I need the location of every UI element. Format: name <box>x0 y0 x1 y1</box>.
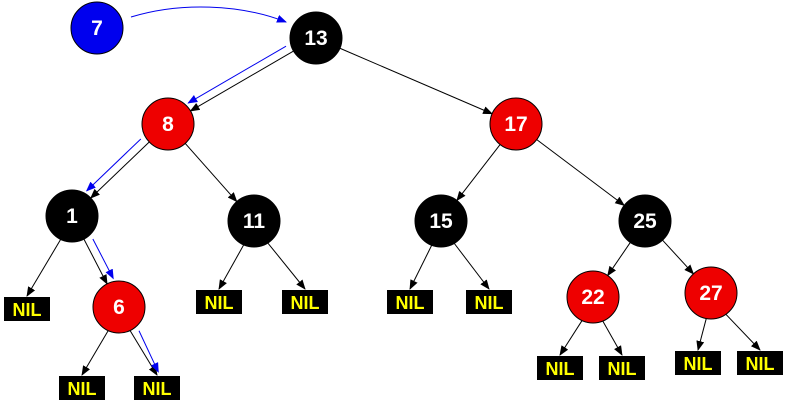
nil-leaf-box <box>466 290 512 314</box>
nil-leaf: NIL <box>134 376 180 400</box>
nil-leaf-box <box>599 356 645 380</box>
search-path-arrow-n1-n6 <box>92 238 114 280</box>
tree-edge-n1-nil1 <box>26 239 62 297</box>
tree-node-label: 11 <box>243 210 266 233</box>
nil-leaf-box <box>737 351 783 375</box>
insert-node-circle <box>70 1 124 55</box>
nil-leaf: NIL <box>675 351 721 375</box>
tree-node-circle <box>618 194 672 248</box>
tree-edge-n11-nil5 <box>267 242 306 290</box>
tree-edge-n17-n15 <box>456 144 501 202</box>
tree-edge-n25-n27 <box>662 239 695 275</box>
nil-leaf-box <box>282 290 328 314</box>
nil-leaf-label: NIL <box>608 359 637 379</box>
tree-node-circle <box>227 194 281 248</box>
tree-node-circle <box>489 97 543 151</box>
search-path-arrow-n8-n1 <box>85 138 142 192</box>
nil-leaf-label: NIL <box>475 293 504 313</box>
tree-edge-n22-nil9 <box>602 320 623 356</box>
tree-node-label: 15 <box>429 210 453 233</box>
tree-edge-n27-nil11 <box>725 313 761 351</box>
tree-node-label: 13 <box>304 27 327 50</box>
nil-leaf-label: NIL <box>546 359 575 379</box>
tree-node-15: 15 <box>414 194 468 248</box>
nil-leaf-label: NIL <box>746 354 775 374</box>
tree-edge-n8-n1 <box>90 141 150 199</box>
nil-leaf: NIL <box>59 376 105 400</box>
tree-node-22: 22 <box>566 270 620 324</box>
tree-node-27: 27 <box>684 266 738 320</box>
tree-edge-n22-nil8 <box>559 320 583 356</box>
nil-leaf: NIL <box>4 297 50 321</box>
tree-node-circle <box>92 280 146 334</box>
tree-node-circle <box>684 266 738 320</box>
tree-edge-n27-nil10 <box>696 318 707 351</box>
tree-node-circle <box>566 270 620 324</box>
tree-edge-n15-nil6 <box>409 245 433 290</box>
nil-leaf-box <box>537 356 583 380</box>
nil-leaf-label: NIL <box>68 379 97 399</box>
tree-edge-n15-nil7 <box>453 243 490 290</box>
tree-node-label: 27 <box>699 282 722 305</box>
nil-leaf: NIL <box>387 290 433 314</box>
tree-node-label: 6 <box>113 296 125 319</box>
tree-node-label: 1 <box>66 205 78 228</box>
search-path-layer <box>85 6 287 373</box>
tree-edge-n6-nil3 <box>129 330 158 376</box>
tree-edge-n1-n6 <box>83 238 108 285</box>
nil-leaf-box <box>4 297 50 321</box>
nil-leaf: NIL <box>196 290 242 314</box>
edges-layer <box>26 47 761 376</box>
tree-edge-n6-nil2 <box>81 330 109 376</box>
nil-leaf-label: NIL <box>684 354 713 374</box>
nil-leaf-label: NIL <box>13 300 42 320</box>
tree-node-1: 1 <box>45 189 99 243</box>
tree-node-circle <box>141 97 195 151</box>
tree-node-17: 17 <box>489 97 543 151</box>
search-path-arrow-n6-nil3 <box>138 330 159 373</box>
nil-leaf-label: NIL <box>143 379 172 399</box>
nil-leaf-box <box>59 376 105 400</box>
tree-node-circle <box>289 11 343 65</box>
nil-leaf: NIL <box>466 290 512 314</box>
nil-leaf: NIL <box>537 356 583 380</box>
nil-leaf-box <box>675 351 721 375</box>
nil-leaf: NIL <box>599 356 645 380</box>
nil-leaf: NIL <box>737 351 783 375</box>
nil-leaf-box <box>387 290 433 314</box>
tree-edge-n11-nil4 <box>218 244 245 290</box>
tree-edge-n8-n11 <box>184 143 238 203</box>
nil-leaf: NIL <box>282 290 328 314</box>
nil-leaf-label: NIL <box>205 293 234 313</box>
tree-node-8: 8 <box>141 97 195 151</box>
search-path-arrow-n13-n8 <box>187 45 287 104</box>
nil-leaf-label: NIL <box>291 293 320 313</box>
nil-leaf-box <box>134 376 180 400</box>
tree-node-circle <box>414 194 468 248</box>
tree-node-circle <box>45 189 99 243</box>
tree-node-25: 25 <box>618 194 672 248</box>
search-path-arrow-ins-n13 <box>130 6 287 23</box>
tree-edge-n13-n17 <box>339 47 494 115</box>
nil-leaf-box <box>196 290 242 314</box>
tree-edge-n25-n22 <box>607 242 631 277</box>
tree-edge-n17-n25 <box>536 139 626 206</box>
tree-edge-n13-n8 <box>189 50 294 112</box>
tree-node-label: 17 <box>504 113 527 136</box>
tree-node-6: 6 <box>92 280 146 334</box>
tree-node-11: 11 <box>227 194 281 248</box>
tree-node-13: 13 <box>289 11 343 65</box>
insert-node: 7 <box>70 1 124 55</box>
insert-node-label: 7 <box>91 17 103 40</box>
tree-node-label: 22 <box>581 286 604 309</box>
tree-node-label: 25 <box>633 210 657 233</box>
tree-node-label: 8 <box>162 113 174 136</box>
nil-leaf-label: NIL <box>396 293 425 313</box>
